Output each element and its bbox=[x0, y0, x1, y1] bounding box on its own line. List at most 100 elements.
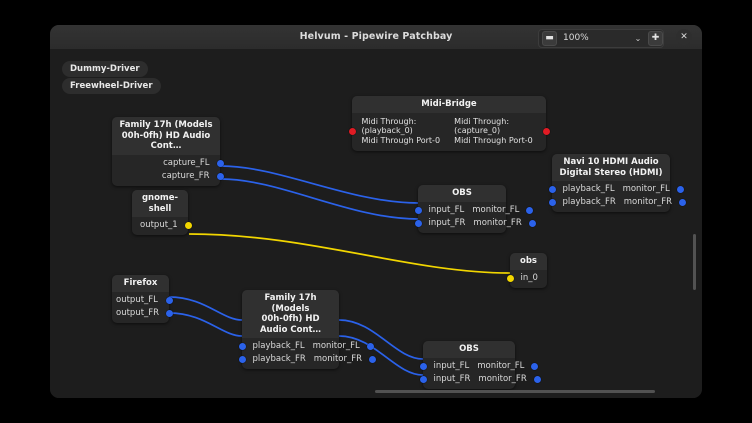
port-label: playback_FL bbox=[252, 341, 305, 351]
port-dot[interactable] bbox=[216, 159, 224, 167]
port-label: monitor_FR bbox=[623, 197, 673, 207]
port-label: input_FR bbox=[428, 217, 466, 228]
port-label: input_FL bbox=[428, 204, 465, 215]
port-dot[interactable] bbox=[548, 199, 556, 206]
zoom-in-button[interactable]: ✚ bbox=[648, 30, 663, 46]
port-dot[interactable] bbox=[676, 186, 684, 193]
close-icon[interactable]: ✕ bbox=[676, 29, 692, 45]
port-midi-capture[interactable]: Midi Through:(capture_0) Midi Through Po… bbox=[454, 116, 533, 145]
port-dot[interactable] bbox=[414, 206, 422, 214]
node-family17h-capture[interactable]: Family 17h (Models 00h-0fh) HD Audio Con… bbox=[112, 117, 224, 186]
node-ports: Midi Through:(playback_0) Midi Through P… bbox=[348, 113, 550, 152]
port-row[interactable]: input_FR monitor_FR bbox=[414, 217, 536, 230]
port-dot[interactable] bbox=[165, 309, 173, 317]
port-dot[interactable] bbox=[419, 375, 427, 383]
node-title: Family 17h (Models 00h-0fh) HD Audio Con… bbox=[242, 290, 339, 338]
port-dot[interactable] bbox=[528, 219, 536, 227]
port-row[interactable]: playback_FR monitor_FR bbox=[548, 196, 687, 209]
horizontal-scrollbar[interactable] bbox=[375, 390, 655, 393]
port-dot[interactable] bbox=[366, 343, 374, 350]
port-dot[interactable] bbox=[216, 172, 224, 180]
node-firefox[interactable]: Firefox output_FL output_FR bbox=[112, 275, 173, 323]
port-dot[interactable] bbox=[414, 219, 422, 227]
port-label: in_0 bbox=[520, 272, 538, 283]
port-label: monitor_FL bbox=[622, 184, 670, 194]
node-title: gnome-shell bbox=[132, 190, 188, 217]
patchbay-canvas[interactable]: Dummy-Driver Freewheel-Driver Midi-Bridg… bbox=[50, 49, 702, 398]
port-row[interactable]: output_1 bbox=[132, 219, 192, 232]
port-label: input_FL bbox=[433, 360, 470, 371]
port-label: output_FR bbox=[116, 307, 160, 318]
node-navi10-hdmi[interactable]: Navi 10 HDMI Audio Digital Stereo (HDMI)… bbox=[548, 154, 687, 212]
node-ports: playback_FL monitor_FL playback_FR monit… bbox=[548, 181, 687, 212]
port-row[interactable]: in_0 bbox=[506, 272, 547, 285]
node-title: Midi-Bridge bbox=[352, 96, 546, 113]
port-dot[interactable] bbox=[548, 186, 556, 193]
node-ports: input_FL monitor_FL input_FR monitor_FR bbox=[419, 358, 541, 389]
port-row[interactable]: capture_FR bbox=[112, 170, 224, 183]
port-label: output_1 bbox=[140, 220, 178, 230]
node-obs-audio-top[interactable]: OBS input_FL monitor_FL input_FR monitor… bbox=[414, 185, 536, 233]
port-dot[interactable] bbox=[165, 296, 173, 304]
port-label: monitor_FR bbox=[313, 354, 363, 364]
node-title: Firefox bbox=[112, 275, 169, 292]
port-dot[interactable] bbox=[679, 199, 687, 206]
port-dot[interactable] bbox=[238, 343, 246, 350]
port-dot[interactable] bbox=[526, 206, 534, 214]
node-family17h-playback[interactable]: Family 17h (Models 00h-0fh) HD Audio Con… bbox=[238, 290, 377, 369]
node-title: Navi 10 HDMI Audio Digital Stereo (HDMI) bbox=[552, 154, 670, 181]
node-gnome-shell[interactable]: gnome-shell output_1 bbox=[132, 190, 192, 235]
port-row[interactable]: input_FL monitor_FL bbox=[419, 360, 539, 373]
node-ports: in_0 bbox=[506, 270, 547, 288]
port-midi-playback[interactable]: Midi Through:(playback_0) Midi Through P… bbox=[361, 116, 441, 145]
port-row[interactable]: capture_FL bbox=[112, 157, 224, 170]
port-row[interactable]: input_FL monitor_FL bbox=[414, 204, 534, 217]
node-midi-bridge[interactable]: Midi-Bridge Midi Through:(playback_0) Mi… bbox=[348, 96, 550, 152]
port-label: monitor_FR bbox=[473, 217, 522, 228]
port-label: capture_FL bbox=[163, 157, 210, 168]
port-dot[interactable] bbox=[369, 356, 377, 363]
zoom-control[interactable]: ▬ 100% ⌄ ✚ bbox=[538, 28, 664, 48]
port-row[interactable]: playback_FL monitor_FL bbox=[548, 183, 684, 196]
node-obs-video[interactable]: obs in_0 bbox=[506, 253, 547, 288]
midi-port-in-dot[interactable] bbox=[348, 127, 356, 135]
port-row[interactable]: playback_FL monitor_FL bbox=[238, 340, 374, 353]
port-label: monitor_FR bbox=[478, 373, 527, 384]
port-row[interactable]: output_FR bbox=[112, 307, 173, 320]
port-label: capture_FR bbox=[161, 170, 210, 181]
chevron-down-icon[interactable]: ⌄ bbox=[634, 33, 642, 43]
node-title: obs bbox=[510, 253, 547, 270]
port-row[interactable]: playback_FR monitor_FR bbox=[238, 353, 377, 366]
zoom-out-button[interactable]: ▬ bbox=[542, 30, 557, 46]
port-row[interactable]: output_FL bbox=[112, 294, 173, 307]
midi-port-out-dot[interactable] bbox=[542, 127, 550, 135]
node-obs-audio-bottom[interactable]: OBS input_FL monitor_FL input_FR monitor… bbox=[419, 341, 541, 389]
port-dot[interactable] bbox=[533, 375, 541, 383]
port-label: playback_FR bbox=[562, 197, 616, 207]
port-dot[interactable] bbox=[531, 362, 539, 370]
title-bar[interactable]: Helvum - Pipewire Patchbay ▬ 100% ⌄ ✚ ✕ bbox=[50, 25, 702, 50]
vertical-scrollbar[interactable] bbox=[693, 234, 696, 290]
port-label: output_FL bbox=[116, 294, 158, 305]
node-ports: output_FL output_FR bbox=[112, 292, 173, 323]
port-dot[interactable] bbox=[419, 362, 427, 370]
port-label: monitor_FL bbox=[472, 204, 520, 215]
port-dot[interactable] bbox=[506, 274, 514, 282]
chip-freewheel-driver[interactable]: Freewheel-Driver bbox=[62, 78, 161, 94]
window-title: Helvum - Pipewire Patchbay bbox=[299, 31, 453, 42]
chip-dummy-driver[interactable]: Dummy-Driver bbox=[62, 61, 148, 77]
port-dot[interactable] bbox=[238, 356, 246, 363]
zoom-level-value: 100% bbox=[563, 33, 589, 43]
port-row[interactable]: input_FR monitor_FR bbox=[419, 373, 541, 386]
node-ports: output_1 bbox=[132, 217, 192, 235]
node-ports: capture_FL capture_FR bbox=[112, 155, 224, 186]
port-label: monitor_FL bbox=[477, 360, 525, 371]
port-dot[interactable] bbox=[184, 222, 192, 229]
port-label: playback_FR bbox=[252, 354, 306, 364]
helvum-window: Helvum - Pipewire Patchbay ▬ 100% ⌄ ✚ ✕ bbox=[50, 25, 702, 398]
node-title: Family 17h (Models 00h-0fh) HD Audio Con… bbox=[112, 117, 220, 155]
port-label: monitor_FL bbox=[312, 341, 360, 351]
port-label: playback_FL bbox=[562, 184, 615, 194]
node-title: OBS bbox=[423, 341, 515, 358]
